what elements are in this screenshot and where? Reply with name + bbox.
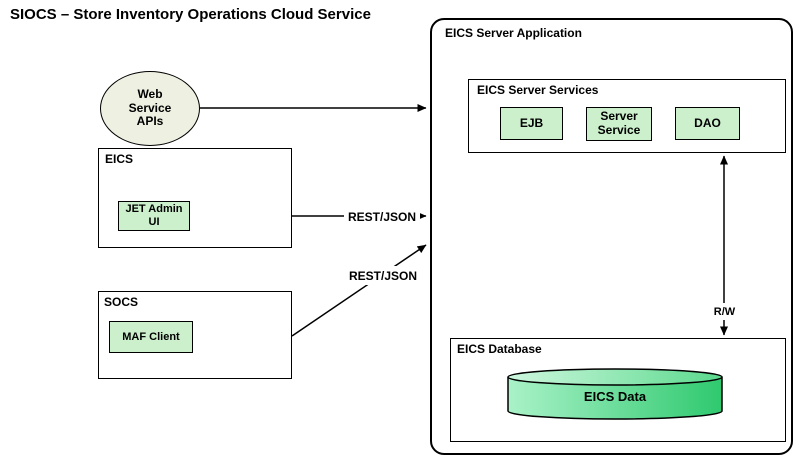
socs-group-label: SOCS <box>104 295 139 309</box>
diagram-title: SIOCS – Store Inventory Operations Cloud… <box>10 6 371 23</box>
dao-box-label: DAO <box>694 115 721 130</box>
eics-database-container <box>450 338 786 442</box>
rest-json-label-1: REST/JSON <box>344 207 420 226</box>
eics-group-label: EICS <box>105 152 134 166</box>
eics-server-services-container <box>468 79 786 153</box>
jet-admin-ui-label: JET Admin UI <box>125 203 183 228</box>
ejb-box: EJB <box>500 107 563 140</box>
eics-server-services-label: EICS Server Services <box>477 83 599 97</box>
web-service-apis-ellipse: Web Service APIs <box>100 71 200 146</box>
eics-server-application-label: EICS Server Application <box>445 26 582 40</box>
rest-json-label-2: REST/JSON <box>345 266 421 285</box>
rest-json-arrow-2 <box>291 244 427 337</box>
rw-label: R/W <box>710 303 739 320</box>
eics-server-application-container <box>430 18 793 455</box>
ejb-box-label: EJB <box>519 115 544 130</box>
jet-admin-ui-box: JET Admin UI <box>118 201 190 231</box>
eics-data-cylinder <box>507 368 723 420</box>
server-service-box: Server Service <box>586 107 652 141</box>
socs-group-container <box>98 291 292 379</box>
server-service-box-label: Server Service <box>597 109 641 137</box>
maf-client-label: MAF Client <box>122 330 180 343</box>
web-service-apis-label: Web Service APIs <box>128 86 172 129</box>
maf-client-box: MAF Client <box>109 321 193 353</box>
eics-data-cylinder-label: EICS Data <box>583 389 647 404</box>
dao-box: DAO <box>675 107 740 140</box>
eics-database-label: EICS Database <box>457 342 542 356</box>
eics-group-container <box>98 148 292 248</box>
